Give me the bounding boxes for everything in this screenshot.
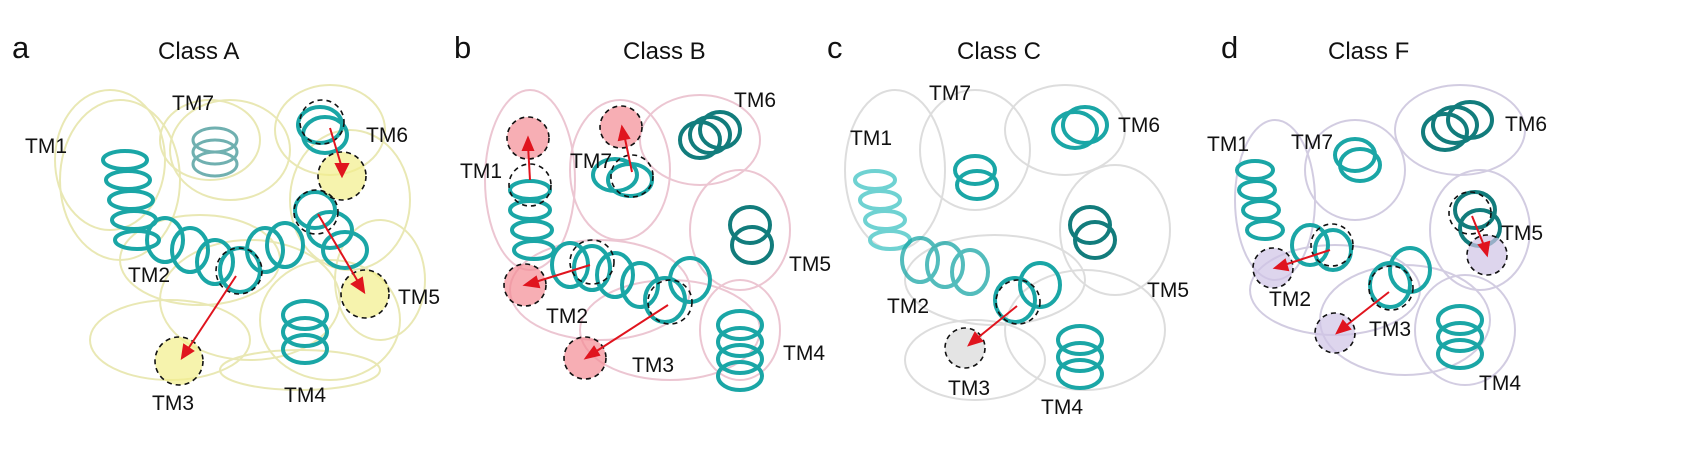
displacement-arrows [180,127,366,361]
helix-tm7 [1333,137,1382,183]
tm-label: TM4 [284,384,326,407]
helix-tm1 [853,169,912,251]
panel-letter: a [12,30,30,65]
helix-diagram-class-f [1234,84,1531,386]
tm-label: TM6 [734,89,776,112]
tm-label: TM1 [460,160,502,183]
panel-title: Class B [623,38,706,65]
panel-title: Class F [1328,38,1410,65]
helix-tm2 [1290,223,1353,272]
helix-tm5 [728,205,774,265]
helix-tm7 [953,154,999,201]
helix-tm1 [1235,159,1285,241]
helix-tm4 [281,299,329,365]
helix-tm3 [1368,246,1432,309]
helix-diagram-class-b [484,89,791,392]
tm-label: TM6 [1118,114,1160,137]
tm-label: TM7 [929,82,971,105]
tm-label: TM2 [887,295,929,318]
tm-label: TM3 [632,354,674,377]
helix-tm3 [245,221,305,274]
helix-tm4 [1056,324,1104,390]
helix-tm1 [508,179,556,261]
helix-tm2 [550,241,660,309]
background-helix-ensemble [484,89,791,381]
tm-label: TM2 [128,264,170,287]
tm-label: TM4 [783,342,825,365]
helix-tm7 [191,126,239,178]
displacement-arrows [1272,215,1491,335]
helix-tm4 [716,309,764,392]
displacement-arrows [967,305,1018,347]
panel-letter: b [454,30,472,65]
helix-diagram-class-a [54,84,426,391]
tm-label: TM7 [172,92,214,115]
helix-tm1 [101,149,161,251]
tm-label: TM7 [1291,131,1333,154]
panel-class-f: d Class F TM1 TM7 TM6 TM5 TM2 TM3 TM4 [1207,0,1689,449]
helix-tm5 [293,190,369,270]
tm-label: TM5 [398,286,440,309]
helix-tm6 [296,105,349,155]
tm-label: TM5 [1147,279,1189,302]
panel-class-c: c Class C TM7 TM6 TM1 TM5 TM2 TM3 TM4 [825,0,1215,449]
tm-label: TM4 [1479,372,1521,395]
helix-tm3 [993,261,1062,324]
panel-class-a: a Class A TM1 TM7 TM6 TM2 TM5 TM3 TM4 [0,0,440,449]
tm-label: TM1 [850,127,892,150]
panel-title: Class C [957,38,1042,65]
helix-diagram-class-c [844,84,1171,401]
helix-tm2 [900,236,990,296]
tm-label: TM6 [1505,113,1547,136]
tm-label: TM5 [789,253,831,276]
tm-label: TM4 [1041,396,1083,419]
tm-label: TM3 [948,377,990,400]
tm-label: TM3 [1369,318,1411,341]
tm-label: TM1 [25,135,67,158]
displacement-arrows [521,124,669,360]
panel-class-b: b Class B TM6 TM1 TM7 TM5 TM2 TM4 TM3 [440,0,831,449]
helix-tm4 [1436,304,1484,370]
tm-label: TM7 [570,150,612,173]
panel-letter: d [1221,30,1239,65]
tm-label: TM3 [152,392,194,415]
panel-letter: c [827,30,843,65]
helix-tm6 [1051,105,1109,150]
panel-title: Class A [158,38,240,65]
tm-label: TM5 [1501,222,1543,245]
tm-label: TM1 [1207,133,1249,156]
helix-tm6 [678,110,742,160]
helix-tm5 [1068,205,1117,260]
tm-label: TM2 [1269,288,1311,311]
tm-label: TM2 [546,305,588,328]
helix-tm6 [1421,100,1494,152]
tm-label: TM6 [366,124,408,147]
